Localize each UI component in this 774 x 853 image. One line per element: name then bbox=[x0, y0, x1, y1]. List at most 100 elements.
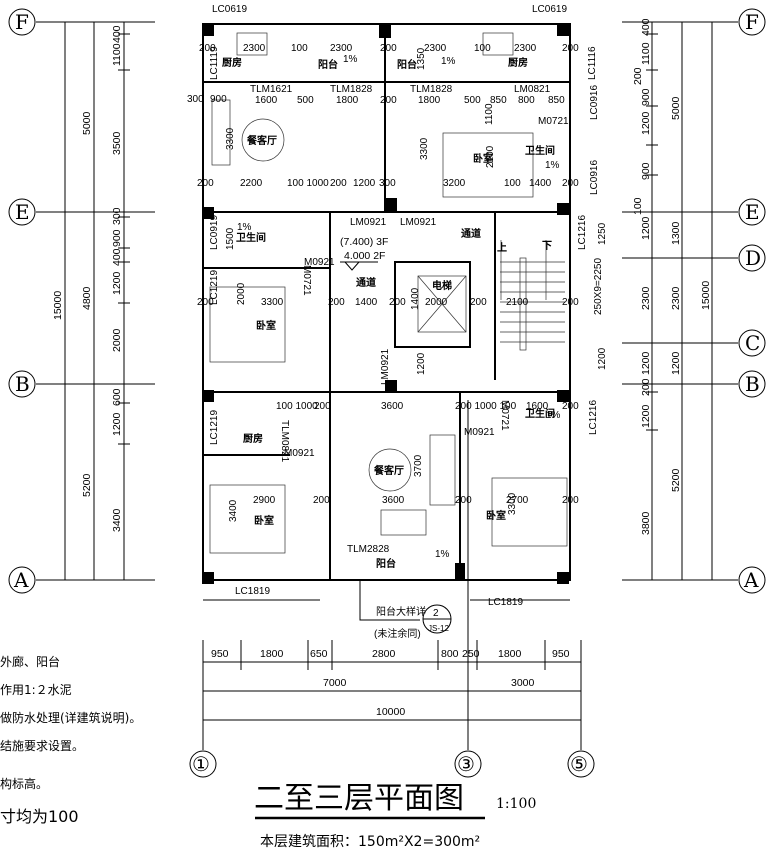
label-text: 1200 bbox=[640, 216, 652, 240]
label-text: M0721 bbox=[301, 265, 312, 296]
label-text: LC1819 bbox=[235, 586, 270, 597]
label-text: 寸均为100 bbox=[0, 807, 79, 826]
room-corridor: 通道 bbox=[356, 276, 376, 289]
room-bedroom: 卧室 bbox=[486, 509, 506, 522]
label-text: 1100 bbox=[484, 103, 495, 125]
label-text: 1200 bbox=[111, 412, 123, 436]
label-text: 2300 bbox=[670, 286, 682, 310]
label-text: 2300 bbox=[514, 43, 537, 54]
axis-b-right: B bbox=[738, 370, 766, 398]
label-text: 5200 bbox=[670, 468, 682, 492]
label-text: 200 bbox=[562, 401, 579, 412]
label-text: LM0821 bbox=[514, 84, 551, 95]
label-text: 800 bbox=[518, 95, 535, 106]
label-text: 2200 bbox=[240, 178, 263, 189]
label-text: 200 bbox=[470, 297, 487, 308]
room-corridor: 通道 bbox=[461, 227, 481, 240]
label-text: 200 bbox=[313, 495, 330, 506]
label-text: 1250 bbox=[597, 222, 608, 245]
label-text: (未注余同) bbox=[374, 627, 421, 640]
label-text: 2900 bbox=[253, 495, 276, 506]
label-text: 200 bbox=[632, 67, 644, 85]
label-text: 2700 bbox=[506, 495, 529, 506]
label-text: 1500 bbox=[225, 227, 236, 250]
label-text: 100 bbox=[504, 178, 521, 189]
label-text: 900 bbox=[111, 229, 123, 247]
room-bathroom: 卫生间 bbox=[236, 231, 266, 244]
label-text: 4800 bbox=[81, 286, 93, 310]
door-window-labels: LC0619 LC0619 LC1119 LC1116 TLM1621 TLM1… bbox=[209, 4, 600, 608]
label-text: M0721 bbox=[538, 116, 569, 127]
label-text: TLM1828 bbox=[330, 84, 373, 95]
interior-vertical-dimensions: 3300 3300 2100 3700 3300 3400 250X9=2250… bbox=[225, 47, 608, 522]
label-text: B bbox=[745, 372, 760, 396]
room-balcony: 阳台 bbox=[397, 58, 417, 71]
label-text: 900 bbox=[640, 162, 652, 180]
axis-a-right: A bbox=[738, 566, 766, 594]
axis-f-left: F bbox=[8, 8, 36, 36]
label-text: 200 1000 100 bbox=[455, 401, 517, 412]
label-text: 3000 bbox=[511, 677, 535, 689]
label-text: 950 bbox=[211, 648, 229, 660]
axis-3: ③ bbox=[454, 750, 482, 778]
axis-b-left: B bbox=[8, 370, 36, 398]
label-text: 200 bbox=[330, 178, 347, 189]
label-text: 250X9=2250 bbox=[593, 258, 604, 315]
label-text: LC0619 bbox=[532, 4, 567, 15]
room-balcony: 阳台 bbox=[318, 58, 338, 71]
label-text: 1800 bbox=[498, 648, 522, 660]
label-text: 1800 bbox=[336, 95, 359, 106]
label-text: 做防水处理(详建筑说明)。 bbox=[0, 710, 141, 725]
room-bedroom: 卧室 bbox=[256, 319, 276, 332]
title-main: 二至三层平面图 bbox=[254, 781, 464, 816]
label-text: TLM1621 bbox=[250, 84, 293, 95]
room-bedroom: 卧室 bbox=[473, 152, 493, 165]
label-text: 结施要求设置。 bbox=[0, 739, 84, 753]
axis-f-right: F bbox=[738, 8, 766, 36]
label-text: 1% bbox=[546, 410, 561, 421]
label-text: 3800 bbox=[640, 511, 652, 535]
drawing-title: 二至三层平面图 1:100 本层建筑面积：150m²X2=300m² bbox=[254, 781, 536, 850]
label-text: D bbox=[745, 246, 761, 270]
label-text: 1200 bbox=[670, 351, 682, 375]
label-text: 10000 bbox=[376, 706, 405, 718]
label-text: 阳台大样详 bbox=[376, 605, 426, 618]
axis-c-right: C bbox=[738, 329, 766, 357]
grid-lines bbox=[36, 21, 738, 750]
label-text: 1600 bbox=[255, 95, 278, 106]
label-text: 7000 bbox=[323, 677, 347, 689]
label-text: B bbox=[15, 372, 30, 396]
label-text: 1200 bbox=[597, 347, 608, 370]
label-text: 4.000 2F bbox=[344, 250, 385, 262]
label-text: 100 1000 bbox=[287, 178, 329, 189]
room-kitchen: 厨房 bbox=[243, 432, 263, 445]
label-text: 1200 bbox=[416, 352, 427, 375]
label-text: 900 bbox=[640, 88, 652, 106]
label-text: 1% bbox=[343, 54, 358, 65]
bottom-dimensions: 950 1800 650 2800 800 250 1800 950 7000 … bbox=[211, 648, 570, 718]
level-marks: (7.400) 3F 4.000 2F bbox=[340, 236, 388, 271]
detail-callout: 阳台大样详 (未注余同) 2 JS-12 bbox=[359, 580, 452, 640]
label-text: 3400 bbox=[111, 508, 123, 532]
label-text: ③ bbox=[457, 752, 475, 776]
label-text: 1800 bbox=[260, 648, 284, 660]
label-text: LM0921 bbox=[350, 217, 387, 228]
label-text: 2800 bbox=[372, 648, 396, 660]
label-text: 300 bbox=[111, 207, 123, 225]
label-text: 1% bbox=[545, 160, 560, 171]
label-text: 200 bbox=[562, 297, 579, 308]
label-text: 1200 bbox=[640, 351, 652, 375]
title-scale: 1:100 bbox=[496, 796, 536, 812]
stair-up: 上 bbox=[497, 241, 507, 254]
label-text: 外廊、阳台 bbox=[0, 654, 60, 669]
label-text: 200 bbox=[562, 178, 579, 189]
room-bathroom: 卫生间 bbox=[525, 144, 555, 157]
label-text: 300 bbox=[187, 94, 204, 105]
label-text: F bbox=[15, 10, 29, 34]
label-text: 3300 bbox=[225, 127, 236, 150]
label-text: LC1219 bbox=[209, 410, 220, 445]
label-text: 950 bbox=[552, 648, 570, 660]
room-bedroom: 卧室 bbox=[254, 514, 274, 527]
label-text: 1% bbox=[237, 222, 252, 233]
